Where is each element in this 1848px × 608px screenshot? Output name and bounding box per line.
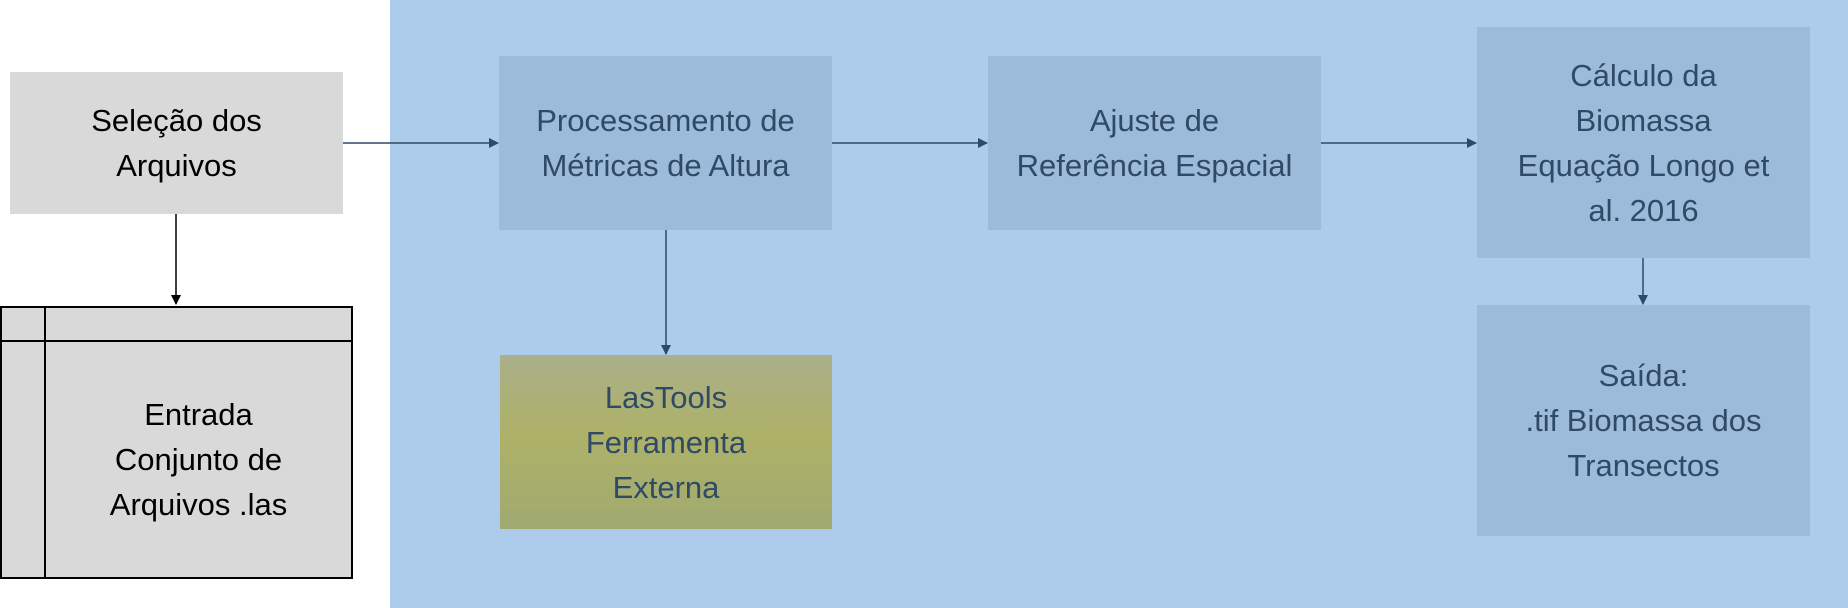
node-file-selection: Seleção dos Arquivos: [10, 72, 343, 214]
node-input-data-store-label: Entrada Conjunto de Arquivos .las: [109, 397, 288, 522]
node-lastools-external-tool: LasTools Ferramenta Externa: [500, 355, 832, 529]
data-store-header-line: [2, 340, 351, 342]
node-height-metrics-processing-label: Processamento de Métricas de Altura: [536, 103, 795, 183]
node-spatial-reference-adjustment-label: Ajuste de Referência Espacial: [1016, 103, 1293, 183]
node-biomass-output-label: Saída: .tif Biomassa dos Transectos: [1525, 358, 1762, 483]
node-biomass-calculation: Cálculo da Biomassa Equação Longo et al.…: [1477, 27, 1810, 258]
node-spatial-reference-adjustment: Ajuste de Referência Espacial: [988, 56, 1321, 230]
node-input-data-store: Entrada Conjunto de Arquivos .las: [0, 306, 353, 579]
data-store-side-line: [44, 308, 46, 577]
node-biomass-calculation-label: Cálculo da Biomassa Equação Longo et al.…: [1517, 57, 1770, 228]
node-file-selection-label: Seleção dos Arquivos: [91, 103, 262, 183]
node-biomass-output: Saída: .tif Biomassa dos Transectos: [1477, 305, 1810, 536]
node-height-metrics-processing: Processamento de Métricas de Altura: [499, 56, 832, 230]
node-lastools-external-tool-label: LasTools Ferramenta Externa: [585, 379, 747, 505]
